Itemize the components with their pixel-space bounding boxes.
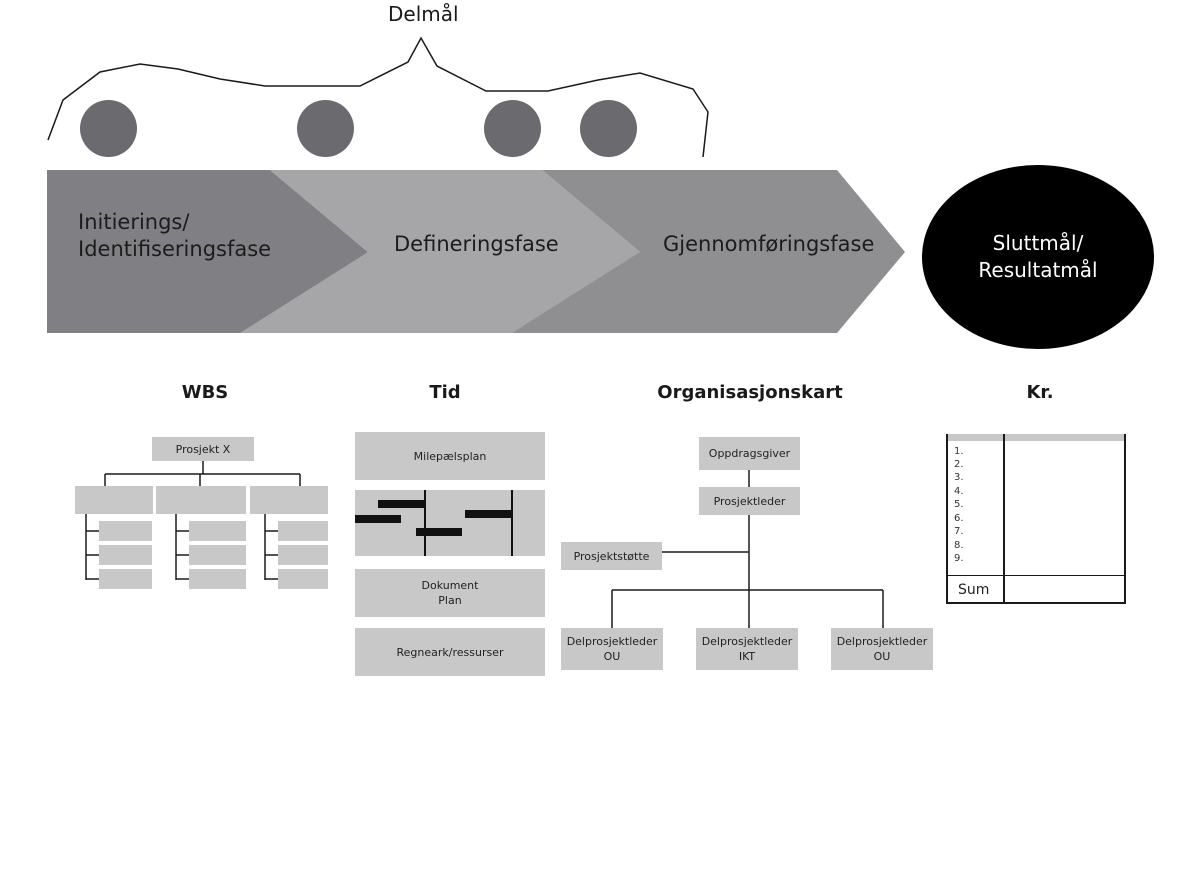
- budget-item: 5.: [954, 499, 964, 510]
- budget-item: 1.: [954, 446, 964, 457]
- section-title-org: Organisasjonskart: [657, 382, 843, 403]
- budget-table-divider: [1003, 434, 1005, 602]
- phase-arrow-1: [47, 170, 368, 333]
- milestone-dot: [484, 100, 541, 157]
- budget-table-sum-rule: [948, 575, 1124, 576]
- wbs-level2-box: [99, 521, 152, 541]
- wbs-level1-box: [75, 486, 153, 514]
- spreadsheet-box: Regneark/ressurser: [355, 628, 545, 676]
- wbs-level2-box: [278, 569, 328, 589]
- org-sublead-box: Delprosjektleder OU: [561, 628, 663, 670]
- budget-sum-label: Sum: [958, 582, 990, 598]
- budget-item: 2.: [954, 459, 964, 470]
- wbs-level2-box: [99, 545, 152, 565]
- wbs-level2-box: [189, 545, 246, 565]
- phase-label-initiering: Initierings/ Identifiseringsfase: [78, 210, 272, 261]
- section-title-budget: Kr.: [1026, 382, 1054, 403]
- org-sublead-box: Delprosjektleder OU: [831, 628, 933, 670]
- org-project-lead-box: Prosjektleder: [699, 487, 800, 515]
- wbs-level1-box: [250, 486, 328, 514]
- budget-item: 8.: [954, 540, 964, 551]
- phase-arrow-2: [240, 170, 640, 333]
- wbs-root-box: Prosjekt X: [152, 437, 254, 461]
- phase-label-gjennomforing: Gjennomføringsfase: [663, 232, 875, 256]
- wbs-level2-box: [278, 521, 328, 541]
- end-goal-label: Sluttmål/ Resultatmål: [978, 231, 1098, 282]
- org-sublead-box: Delprosjektleder IKT: [696, 628, 798, 670]
- gantt-bar: [355, 515, 401, 523]
- budget-item: 3.: [954, 472, 964, 483]
- budget-item: 4.: [954, 486, 964, 497]
- milestones-label: Delmål: [388, 2, 459, 26]
- budget-item: 7.: [954, 526, 964, 537]
- gantt-bar: [465, 510, 512, 518]
- org-client-box: Oppdragsgiver: [699, 437, 800, 470]
- milestone-dot: [580, 100, 637, 157]
- gantt-bar: [378, 500, 425, 508]
- budget-table-header: [948, 434, 1124, 441]
- wbs-level1-box: [156, 486, 246, 514]
- section-title-tid: Tid: [429, 382, 461, 403]
- milestone-dot: [80, 100, 137, 157]
- section-title-wbs: WBS: [181, 382, 229, 403]
- budget-item: 6.: [954, 513, 964, 524]
- phase-label-definering: Defineringsfase: [394, 232, 559, 256]
- org-support-box: Prosjektstøtte: [561, 542, 662, 570]
- wbs-level2-box: [278, 545, 328, 565]
- wbs-level2-box: [189, 569, 246, 589]
- wbs-level2-box: [189, 521, 246, 541]
- milestone-dot: [297, 100, 354, 157]
- budget-table: [946, 434, 1126, 604]
- document-plan-box: Dokument Plan: [355, 569, 545, 617]
- budget-item: 9.: [954, 553, 964, 564]
- wbs-level2-box: [99, 569, 152, 589]
- end-goal-circle: [922, 165, 1154, 349]
- milestone-plan-box: Milepælsplan: [355, 432, 545, 480]
- gantt-bar: [416, 528, 462, 536]
- phase-arrow-3: [512, 170, 905, 333]
